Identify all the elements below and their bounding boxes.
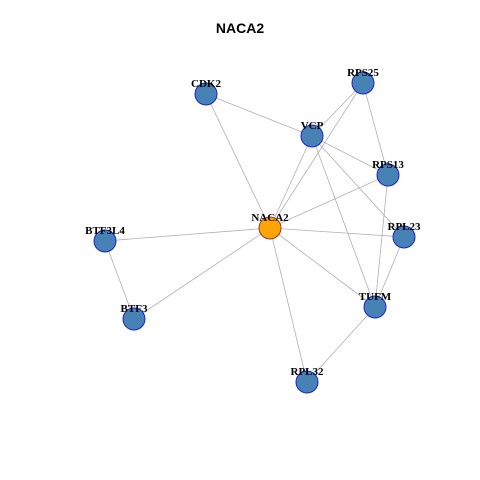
- node-rps25: RPS25: [347, 67, 379, 95]
- node-label: RPL23: [388, 221, 422, 233]
- node-cdk2: CDK2: [191, 78, 221, 106]
- edge-layer: [104, 82, 405, 383]
- edge-vcp-rps13: [311, 135, 389, 176]
- node-circle: [363, 295, 387, 319]
- node-circle: [194, 82, 218, 106]
- edge-btf3l4-btf3: [104, 240, 135, 320]
- edge-naca2-rpl23: [269, 227, 405, 238]
- edge-naca2-tufm: [269, 227, 376, 308]
- node-label: NACA2: [251, 212, 289, 224]
- node-label: RPS25: [347, 67, 379, 79]
- node-label: RPS13: [372, 159, 404, 171]
- edge-vcp-rpl23: [311, 135, 405, 238]
- node-naca2: NACA2: [251, 212, 289, 240]
- edge-naca2-rps13: [269, 174, 389, 229]
- edge-naca2-btf3: [133, 227, 271, 320]
- node-btf3: BTF3: [121, 303, 148, 331]
- node-label: BTF3: [121, 303, 148, 315]
- node-rps13: RPS13: [372, 159, 404, 187]
- edge-rps25-rps13: [362, 82, 389, 176]
- edge-naca2-cdk2: [205, 93, 271, 229]
- edge-naca2-rps25: [269, 82, 364, 229]
- node-circle: [295, 370, 319, 394]
- node-circle: [300, 124, 324, 148]
- edge-cdk2-vcp: [205, 93, 313, 137]
- graph-title: NACA2: [215, 20, 265, 36]
- edge-tufm-rpl32: [306, 306, 376, 383]
- node-circle: [122, 307, 146, 331]
- edge-vcp-rps25: [311, 82, 364, 137]
- node-circle: [376, 163, 400, 187]
- node-vcp: VCP: [300, 120, 324, 148]
- node-tufm: TUFM: [359, 291, 392, 319]
- node-btf3l4: BTF3L4: [85, 225, 125, 253]
- edge-naca2-vcp: [269, 135, 313, 229]
- node-circle: [392, 225, 416, 249]
- node-circle: [351, 71, 375, 95]
- edge-vcp-tufm: [311, 135, 376, 308]
- edge-naca2-rpl32: [269, 227, 308, 383]
- node-circle: [93, 229, 117, 253]
- node-label: BTF3L4: [85, 225, 125, 237]
- edge-rps13-tufm: [374, 174, 389, 308]
- node-label: VCP: [301, 120, 324, 132]
- node-label: CDK2: [191, 78, 221, 90]
- edge-naca2-btf3l4: [104, 227, 271, 242]
- node-rpl23: RPL23: [388, 221, 422, 249]
- node-label: RPL32: [291, 366, 325, 378]
- node-label: TUFM: [359, 291, 392, 303]
- edge-rpl23-tufm: [374, 236, 405, 308]
- node-rpl32: RPL32: [291, 366, 325, 394]
- node-circle: [258, 216, 282, 240]
